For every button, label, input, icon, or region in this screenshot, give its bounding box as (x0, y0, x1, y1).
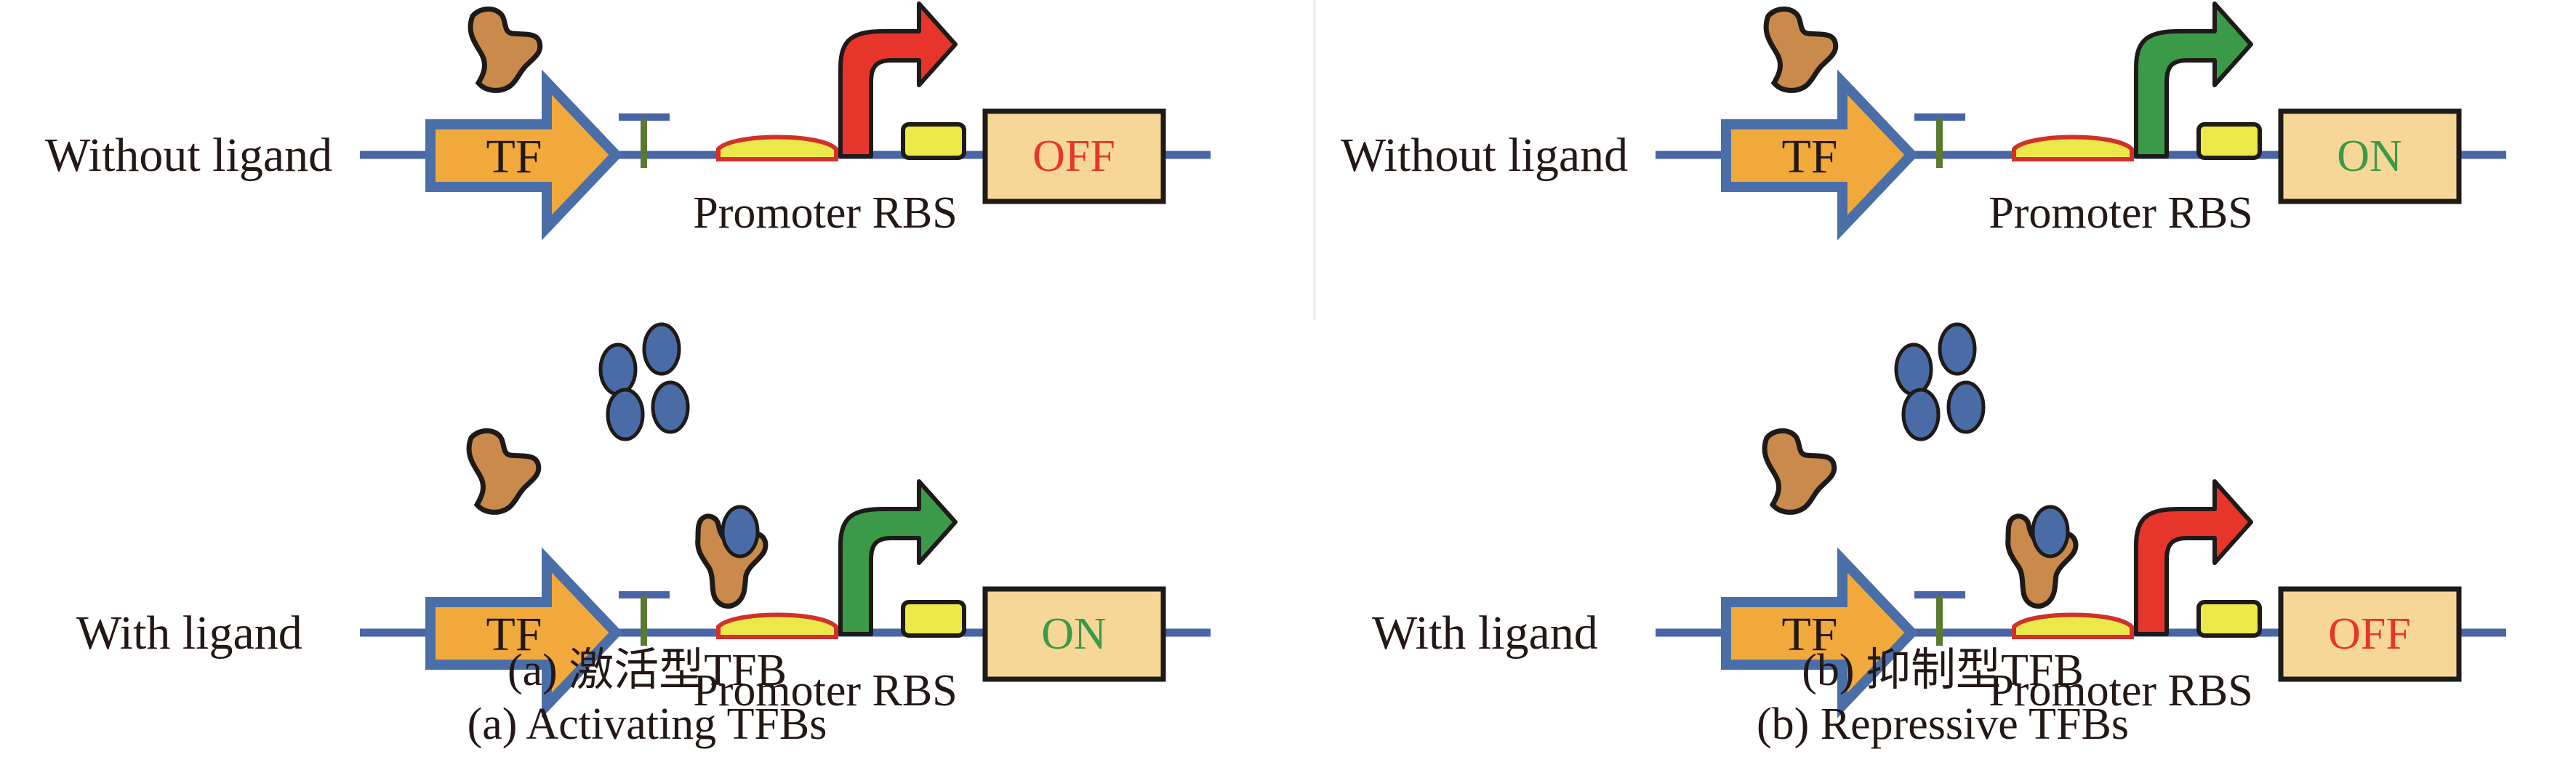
condition-label: Without ligand (1341, 129, 1628, 182)
reporter-box (982, 586, 1166, 682)
transcription-arrow-icon (2134, 1, 2253, 159)
condition-label: With ligand (76, 606, 302, 660)
ligand-molecule-icon (651, 380, 690, 434)
promoter-rbs-label: Promoter RBS (693, 188, 957, 238)
terminator-stem (641, 596, 647, 646)
row-with-ligand: With ligand TF ON Promoter RBS (76, 322, 1211, 718)
row-with-ligand: With ligand TF OFF Promoter RBS (1372, 322, 2506, 718)
terminator-stem (1936, 596, 1943, 646)
output-state-label: OFF (1032, 132, 1115, 181)
row-without-ligand: Without ligand TF OFF Promoter RBS (45, 1, 1211, 241)
ligand-molecule-icon (606, 388, 645, 441)
bound-ligand-icon (721, 505, 760, 558)
tf-gene-arrow (425, 69, 623, 241)
terminator-stem (641, 119, 647, 168)
rbs-shape (901, 122, 966, 160)
output-state-label: ON (2337, 132, 2402, 181)
ligand-molecule-icon (1946, 380, 1986, 434)
caption-english: (a) Activating TFBs (468, 700, 827, 749)
rbs-shape (901, 600, 966, 638)
terminator-bar (1914, 113, 1965, 121)
ligand-molecule-icon (1938, 322, 1977, 376)
transcription-arrow-icon (838, 1, 958, 159)
reporter-box (2278, 586, 2462, 682)
terminator-bar (619, 113, 670, 121)
promoter-rbs-label: Promoter RBS (1989, 666, 2252, 716)
condition-label: With ligand (1372, 606, 1598, 660)
transcription-arrow-icon (838, 479, 958, 636)
transcription-arrow-icon (2134, 479, 2253, 636)
tf-protein-icon (1765, 430, 1834, 512)
rbs-shape (2196, 600, 2262, 638)
reporter-box (982, 108, 1166, 204)
tf-gene-arrow (425, 547, 623, 718)
tf-protein-icon (1766, 9, 1836, 90)
bound-ligand-icon (2031, 505, 2070, 558)
tf-gene-label: TF (486, 130, 542, 183)
ligand-molecule-icon (642, 322, 681, 376)
reporter-box (2278, 108, 2462, 204)
caption-chinese: (b) 抑制型TFB (1802, 646, 2084, 695)
output-state-label: ON (1041, 609, 1107, 659)
terminator-stem (1936, 119, 1943, 168)
promoter-shape (716, 612, 838, 639)
tf-gene-arrow (1721, 547, 1919, 718)
caption-english: (b) Repressive TFBs (1757, 700, 2129, 749)
tf-gene-label: TF (1781, 608, 1837, 661)
tf-gene-arrow (1721, 69, 1919, 241)
tf-protein-icon (470, 9, 540, 90)
tf-gene-label: TF (486, 608, 542, 661)
promoter-shape (2012, 135, 2134, 161)
promoter-shape (716, 135, 838, 161)
tf-gene-label: TF (1781, 130, 1837, 183)
output-state-label: OFF (2328, 609, 2411, 659)
terminator-bar (619, 591, 670, 598)
ligand-molecule-icon (1894, 343, 1933, 396)
row-without-ligand: Without ligand TF ON Promoter RBS (1341, 1, 2506, 241)
caption-chinese: (a) 激活型TFB (507, 646, 787, 695)
promoter-shape (2012, 612, 2134, 639)
rbs-shape (2196, 122, 2262, 160)
condition-label: Without ligand (45, 129, 332, 182)
promoter-rbs-label: Promoter RBS (1989, 188, 2252, 238)
terminator-bar (1914, 591, 1965, 598)
ligand-molecule-icon (598, 343, 638, 396)
tf-protein-icon (469, 430, 539, 512)
ligand-molecule-icon (1901, 388, 1941, 441)
promoter-rbs-label: Promoter RBS (693, 666, 957, 716)
